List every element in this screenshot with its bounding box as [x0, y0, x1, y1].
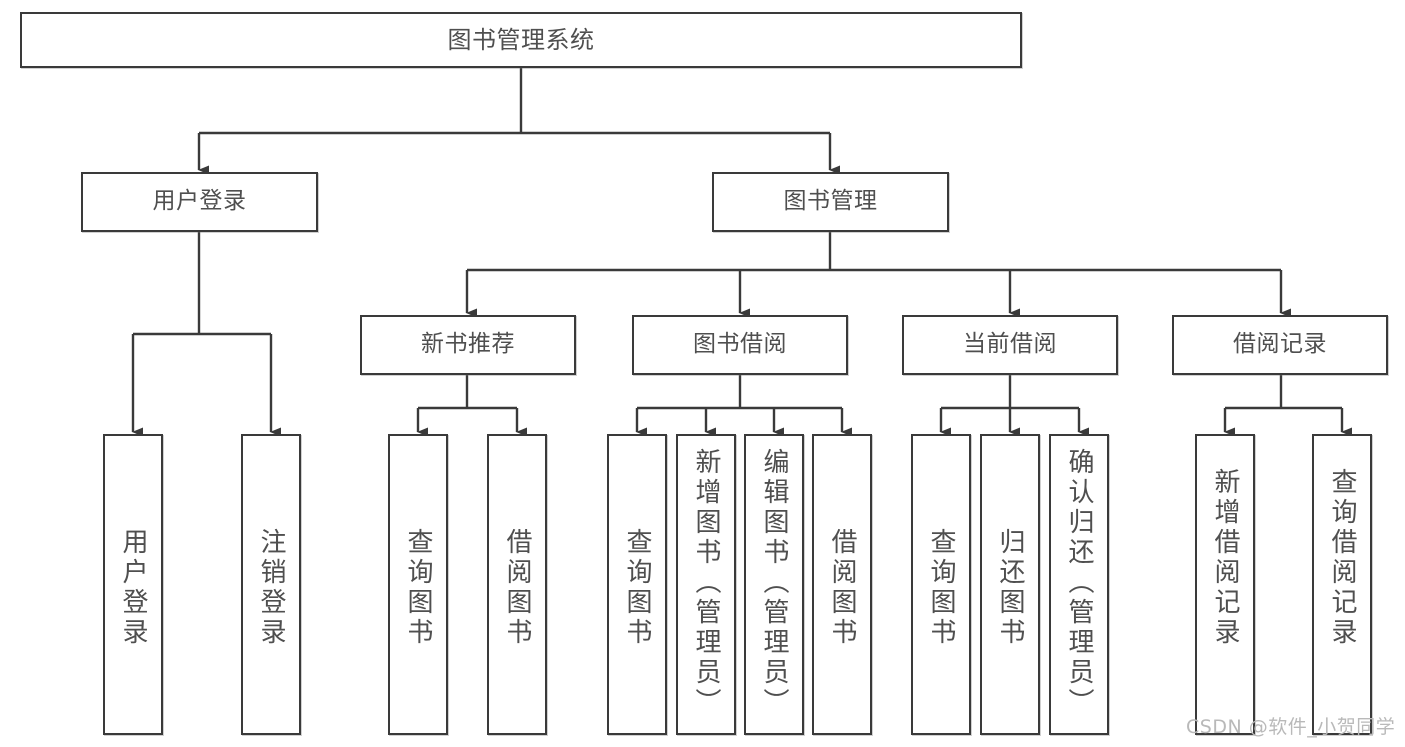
leaf-book-borrow-query-books[interactable]: 查询图书: [607, 434, 667, 735]
node-new-book-recommend[interactable]: 新书推荐: [360, 315, 576, 375]
node-label: 注销登录: [256, 528, 286, 648]
node-label: 借阅图书: [502, 528, 532, 648]
leaf-user-login-logout[interactable]: 注销登录: [241, 434, 301, 735]
leaf-current-borrow-confirm-return-admin[interactable]: 确认归还（管理员）: [1049, 434, 1109, 735]
leaf-new-book-borrow-books[interactable]: 借阅图书: [487, 434, 547, 735]
node-book-borrow[interactable]: 图书借阅: [632, 315, 848, 375]
node-current-borrow[interactable]: 当前借阅: [902, 315, 1118, 375]
node-label: 借阅记录: [1233, 331, 1327, 358]
node-label: 用户登录: [152, 188, 247, 215]
node-label: 借阅图书: [827, 528, 857, 648]
node-label: 图书管理系统: [447, 25, 595, 54]
node-book-management[interactable]: 图书管理: [712, 172, 949, 232]
node-label: 归还图书: [995, 528, 1025, 648]
node-label: 用户登录: [118, 528, 148, 648]
leaf-user-login-login[interactable]: 用户登录: [103, 434, 163, 735]
node-label: 新书推荐: [421, 331, 515, 358]
node-label: 图书管理: [783, 188, 878, 215]
leaf-book-borrow-add-book-admin[interactable]: 新增图书（管理员）: [676, 434, 736, 735]
node-label: 当前借阅: [963, 331, 1057, 358]
leaf-borrow-record-query-record[interactable]: 查询借阅记录: [1312, 434, 1372, 735]
node-user-login[interactable]: 用户登录: [81, 172, 318, 232]
node-label: 图书借阅: [693, 331, 787, 358]
node-label: 查询借阅记录: [1327, 468, 1357, 648]
leaf-book-borrow-borrow-books[interactable]: 借阅图书: [812, 434, 872, 735]
leaf-current-borrow-query-books[interactable]: 查询图书: [911, 434, 971, 735]
leaf-current-borrow-return-books[interactable]: 归还图书: [980, 434, 1040, 735]
node-label: 新增借阅记录: [1210, 468, 1240, 648]
leaf-new-book-query-books[interactable]: 查询图书: [388, 434, 448, 735]
node-label: 编辑图书（管理员）: [759, 448, 789, 718]
node-label: 新增图书（管理员）: [691, 448, 721, 718]
leaf-borrow-record-add-record[interactable]: 新增借阅记录: [1195, 434, 1255, 735]
csdn-watermark: CSDN @软件_小贺同学: [1186, 716, 1396, 738]
node-label: 查询图书: [622, 528, 652, 648]
leaf-book-borrow-edit-book-admin[interactable]: 编辑图书（管理员）: [744, 434, 804, 735]
node-label: 查询图书: [403, 528, 433, 648]
node-label: 查询图书: [926, 528, 956, 648]
node-label: 确认归还（管理员）: [1064, 448, 1094, 718]
node-borrow-record[interactable]: 借阅记录: [1172, 315, 1388, 375]
node-root-library-management-system[interactable]: 图书管理系统: [20, 12, 1022, 68]
